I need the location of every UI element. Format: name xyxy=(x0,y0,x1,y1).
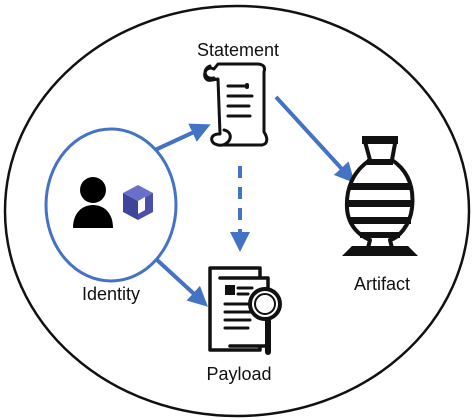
outer-boundary xyxy=(3,4,471,418)
payload-label: Payload xyxy=(206,364,271,384)
scroll-icon xyxy=(203,62,269,147)
artifact-label: Artifact xyxy=(354,274,410,294)
edge-statement-to-artifact xyxy=(274,95,355,183)
edge-identity-to-payload xyxy=(154,257,208,307)
statement-label: Statement xyxy=(197,40,279,60)
person-icon xyxy=(73,177,113,228)
document-magnifier-icon xyxy=(208,266,282,355)
identity-circle xyxy=(44,127,178,283)
identity-label: Identity xyxy=(82,284,140,304)
edge-identity-to-statement xyxy=(154,123,211,152)
cube-icon xyxy=(123,185,153,220)
edges xyxy=(154,95,355,307)
vase-icon xyxy=(342,136,418,256)
